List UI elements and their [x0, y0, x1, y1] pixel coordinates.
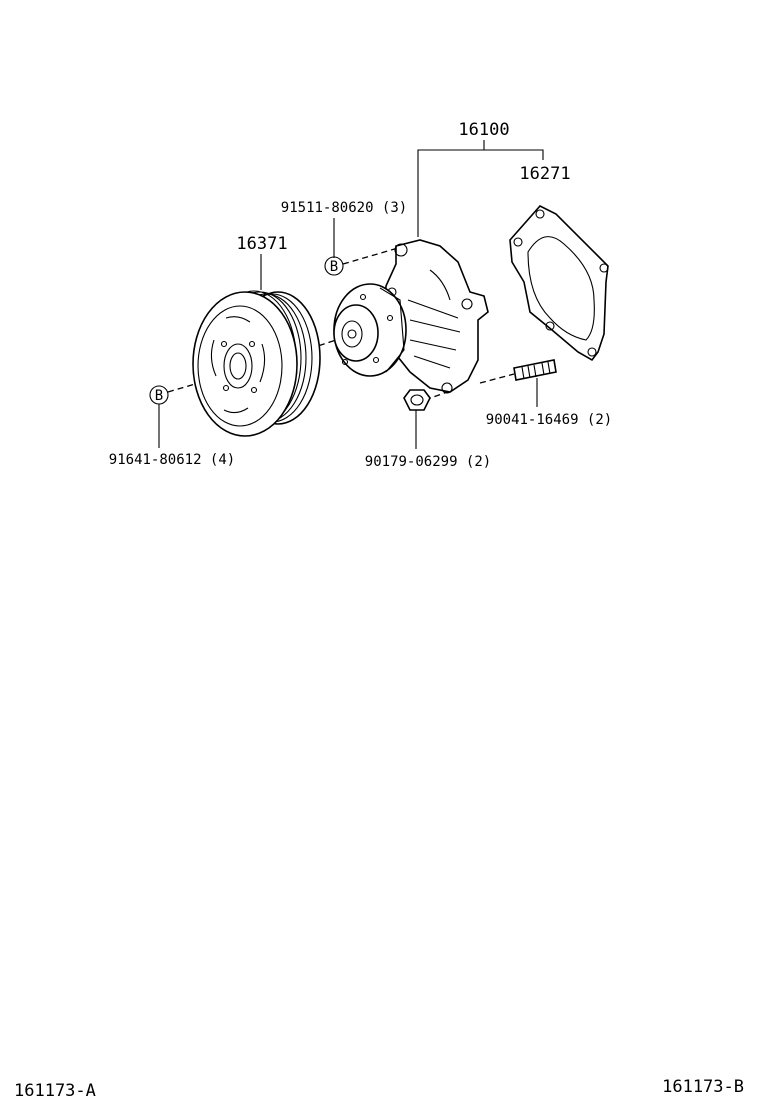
water-pump-drawing [333, 239, 489, 394]
label-stud: 90041-16469 (2) [486, 412, 612, 428]
label-gasket: 16271 [519, 164, 570, 184]
svg-text:B: B [330, 259, 338, 275]
svg-text:B: B [155, 388, 163, 404]
label-water-pump-assy: 16100 [458, 120, 509, 140]
ref-code-left: 161173-A [14, 1081, 96, 1101]
callout-marker-lower: B [149, 385, 169, 405]
pulley-drawing [192, 290, 321, 437]
callout-marker-upper: B [324, 256, 344, 276]
label-pulley: 16371 [236, 234, 287, 254]
leader-lines [158, 140, 544, 449]
ref-code-right: 161173-B [662, 1077, 744, 1097]
gasket-drawing [509, 205, 609, 362]
label-nut: 90179-06299 (2) [365, 454, 491, 470]
nut-drawing [403, 389, 431, 411]
label-bolt-pulley: 91641-80612 (4) [109, 452, 235, 468]
stud-drawing [513, 359, 557, 381]
label-bolt-upper: 91511-80620 (3) [281, 200, 407, 216]
